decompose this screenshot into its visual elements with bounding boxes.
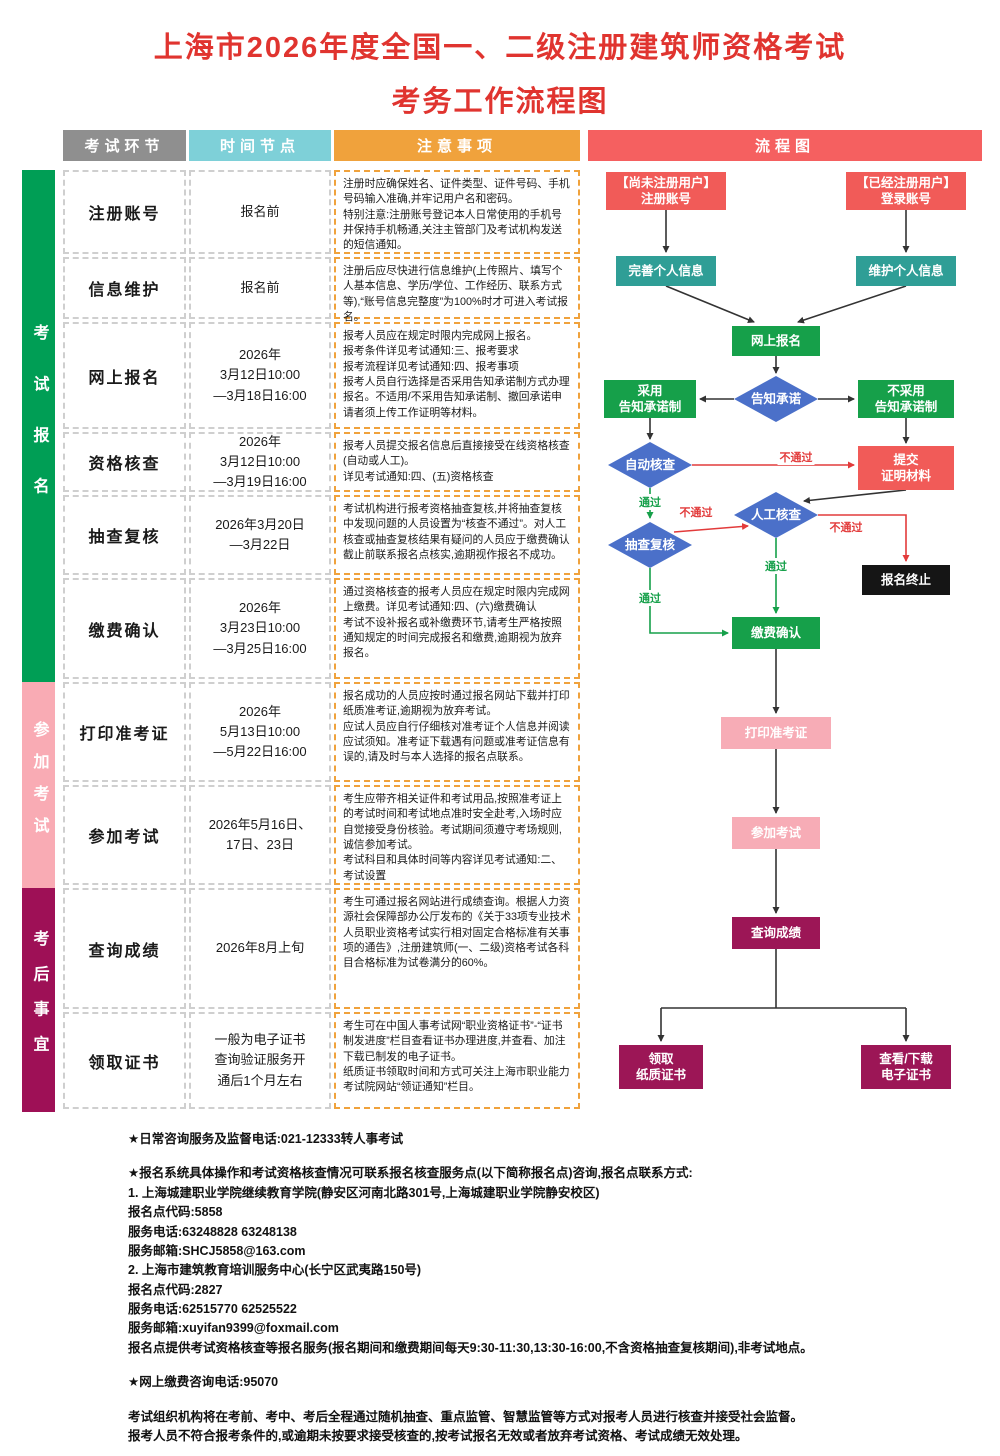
edge-label-fail: 不通过 bbox=[777, 449, 815, 465]
notes-cell: 通过资格核查的报考人员应在规定时限内完成网上缴费。详见考试通知:四、(六)缴费确… bbox=[334, 578, 580, 679]
step-cell: 抽查复核 bbox=[63, 495, 186, 575]
edge-label-fail: 不通过 bbox=[827, 519, 865, 535]
step-cell: 查询成绩 bbox=[63, 888, 186, 1009]
flow-node-paper-certificate: 领取 纸质证书 bbox=[619, 1045, 703, 1089]
notes-cell: 考生可在中国人事考试网“职业资格证书”-“证书制发进度”栏目查看证书办理进度,并… bbox=[334, 1012, 580, 1109]
time-cell: 报名前 bbox=[189, 257, 331, 319]
column-header-notes: 注意事项 bbox=[334, 130, 580, 161]
step-cell: 缴费确认 bbox=[63, 578, 186, 679]
time-cell: 2026年8月上旬 bbox=[189, 888, 331, 1009]
edge-label-fail: 不通过 bbox=[677, 504, 715, 520]
flowchart-canvas: 【尚未注册用户】 注册账号 【已经注册用户】 登录账号 完善个人信息 维护个人信… bbox=[588, 170, 982, 1115]
column-header-flowchart: 流程图 bbox=[588, 130, 982, 161]
table-row: 资格核查 2026年 3月12日10:00 —3月19日16:00 报考人员提交… bbox=[63, 432, 583, 495]
notes-cell: 考生应带齐相关证件和考试用品,按照准考证上的考试时间和考试地点准时安全赴考,入场… bbox=[334, 785, 580, 885]
step-cell: 网上报名 bbox=[63, 322, 186, 429]
flow-node-online-registration: 网上报名 bbox=[732, 326, 820, 356]
flow-node-payment-confirmation: 缴费确认 bbox=[732, 617, 820, 649]
edge-label-pass: 通过 bbox=[763, 558, 789, 574]
time-cell: 2026年 3月12日10:00 —3月19日16:00 bbox=[189, 432, 331, 492]
table-row: 抽查复核 2026年3月20日 —3月22日 考试机构进行报考资格抽查复核,并将… bbox=[63, 495, 583, 578]
step-cell: 打印准考证 bbox=[63, 682, 186, 782]
notes-cell: 报名成功的人员应按时通过报名网站下载并打印纸质准考证,逾期视为放弃考试。 应试人… bbox=[334, 682, 580, 782]
process-table: 注册账号 报名前 注册时应确保姓名、证件类型、证件号码、手机号码输入准确,并牢记… bbox=[63, 170, 583, 1112]
step-cell: 信息维护 bbox=[63, 257, 186, 319]
column-header-exam-step: 考试环节 bbox=[63, 130, 186, 161]
flow-node-submit-materials: 提交 证明材料 bbox=[858, 446, 954, 490]
notes-cell: 注册后应尽快进行信息维护(上传照片、填写个人基本信息、学历/学位、工作经历、联系… bbox=[334, 257, 580, 323]
table-row: 打印准考证 2026年 5月13日10:00 —5月22日16:00 报名成功的… bbox=[63, 682, 583, 785]
time-cell: 2026年5月16日、 17日、23日 bbox=[189, 785, 331, 885]
footer-notes: ★日常咨询服务及监督电话:021-12333转人事考试 ★报名系统具体操作和考试… bbox=[128, 1130, 983, 1456]
table-row: 缴费确认 2026年 3月23日10:00 —3月25日16:00 通过资格核查… bbox=[63, 578, 583, 682]
step-cell: 领取证书 bbox=[63, 1012, 186, 1109]
flow-node-register-new-user: 【尚未注册用户】 注册账号 bbox=[606, 172, 726, 210]
edge-label-pass: 通过 bbox=[637, 494, 663, 510]
flow-node-registration-terminated: 报名终止 bbox=[862, 565, 950, 595]
edge-label-pass: 通过 bbox=[637, 590, 663, 606]
notes-cell: 注册时应确保姓名、证件类型、证件号码、手机号码输入准确,并牢记用户名和密码。 特… bbox=[334, 170, 580, 254]
page-title: 上海市2026年度全国一、二级注册建筑师资格考试 考务工作流程图 bbox=[0, 22, 1000, 129]
time-cell: 2026年 5月13日10:00 —5月22日16:00 bbox=[189, 682, 331, 782]
flow-node-login-existing-user: 【已经注册用户】 登录账号 bbox=[846, 172, 966, 210]
step-cell: 参加考试 bbox=[63, 785, 186, 885]
flow-node-query-score: 查询成绩 bbox=[732, 917, 820, 949]
footer-payment-hotline: ★网上缴费咨询电话:95070 bbox=[128, 1375, 279, 1390]
notes-cell: 报考人员提交报名信息后直接接受在线资格核查(自动或人工)。 详见考试通知:四、(… bbox=[334, 432, 580, 492]
footer-supervision-note: 考试组织机构将在考前、考中、考后全程通过随机抽查、重点监管、智慧监管等方式对报考… bbox=[128, 1409, 804, 1443]
notes-cell: 报考人员应在规定时限内完成网上报名。 报考条件详见考试通知:三、报考要求 报考流… bbox=[334, 322, 580, 429]
table-row: 查询成绩 2026年8月上旬 考生可通过报名网站进行成绩查询。根据人力资源社会保… bbox=[63, 888, 583, 1012]
phase-bar-after-exam: 考后事宜 bbox=[22, 888, 55, 1112]
notes-cell: 考试机构进行报考资格抽查复核,并将抽查复核中发现问题的人员设置为“核查不通过”。… bbox=[334, 495, 580, 575]
flow-node-not-adopt-commitment: 不采用 告知承诺制 bbox=[858, 380, 954, 418]
flow-node-maintain-profile: 维护个人信息 bbox=[856, 256, 956, 286]
flow-node-complete-profile: 完善个人信息 bbox=[616, 256, 716, 286]
phase-bar-registration: 考试报名 bbox=[22, 170, 55, 682]
table-row: 注册账号 报名前 注册时应确保姓名、证件类型、证件号码、手机号码输入准确,并牢记… bbox=[63, 170, 583, 257]
flow-node-print-admission-ticket: 打印准考证 bbox=[721, 717, 831, 749]
time-cell: 报名前 bbox=[189, 170, 331, 254]
footer-registration-points: ★报名系统具体操作和考试资格核查情况可联系报名核查服务点(以下简称报名点)咨询,… bbox=[128, 1166, 813, 1355]
time-cell: 一般为电子证书 查询验证服务开 通后1个月左右 bbox=[189, 1012, 331, 1109]
page-title-line2: 考务工作流程图 bbox=[391, 85, 609, 118]
flow-node-adopt-commitment: 采用 告知承诺制 bbox=[604, 380, 696, 418]
flow-node-take-exam: 参加考试 bbox=[732, 817, 820, 849]
table-row: 信息维护 报名前 注册后应尽快进行信息维护(上传照片、填写个人基本信息、学历/学… bbox=[63, 257, 583, 323]
time-cell: 2026年 3月23日10:00 —3月25日16:00 bbox=[189, 578, 331, 679]
flow-node-e-certificate: 查看/下载 电子证书 bbox=[861, 1045, 951, 1089]
notes-cell: 考生可通过报名网站进行成绩查询。根据人力资源社会保障部办公厅发布的《关于33项专… bbox=[334, 888, 580, 1009]
time-cell: 2026年 3月12日10:00 —3月18日16:00 bbox=[189, 322, 331, 429]
page-title-line1: 上海市2026年度全国一、二级注册建筑师资格考试 bbox=[153, 32, 847, 64]
time-cell: 2026年3月20日 —3月22日 bbox=[189, 495, 331, 575]
table-row: 领取证书 一般为电子证书 查询验证服务开 通后1个月左右 考生可在中国人事考试网… bbox=[63, 1012, 583, 1112]
column-header-time-node: 时间节点 bbox=[189, 130, 331, 161]
flowchart-connectors bbox=[646, 210, 910, 1042]
step-cell: 注册账号 bbox=[63, 170, 186, 254]
table-row: 参加考试 2026年5月16日、 17日、23日 考生应带齐相关证件和考试用品,… bbox=[63, 785, 583, 888]
step-cell: 资格核查 bbox=[63, 432, 186, 492]
table-row: 网上报名 2026年 3月12日10:00 —3月18日16:00 报考人员应在… bbox=[63, 322, 583, 432]
footer-hotline: ★日常咨询服务及监督电话:021-12333转人事考试 bbox=[128, 1132, 404, 1146]
phase-bar-take-exam: 参加考试 bbox=[22, 682, 55, 888]
